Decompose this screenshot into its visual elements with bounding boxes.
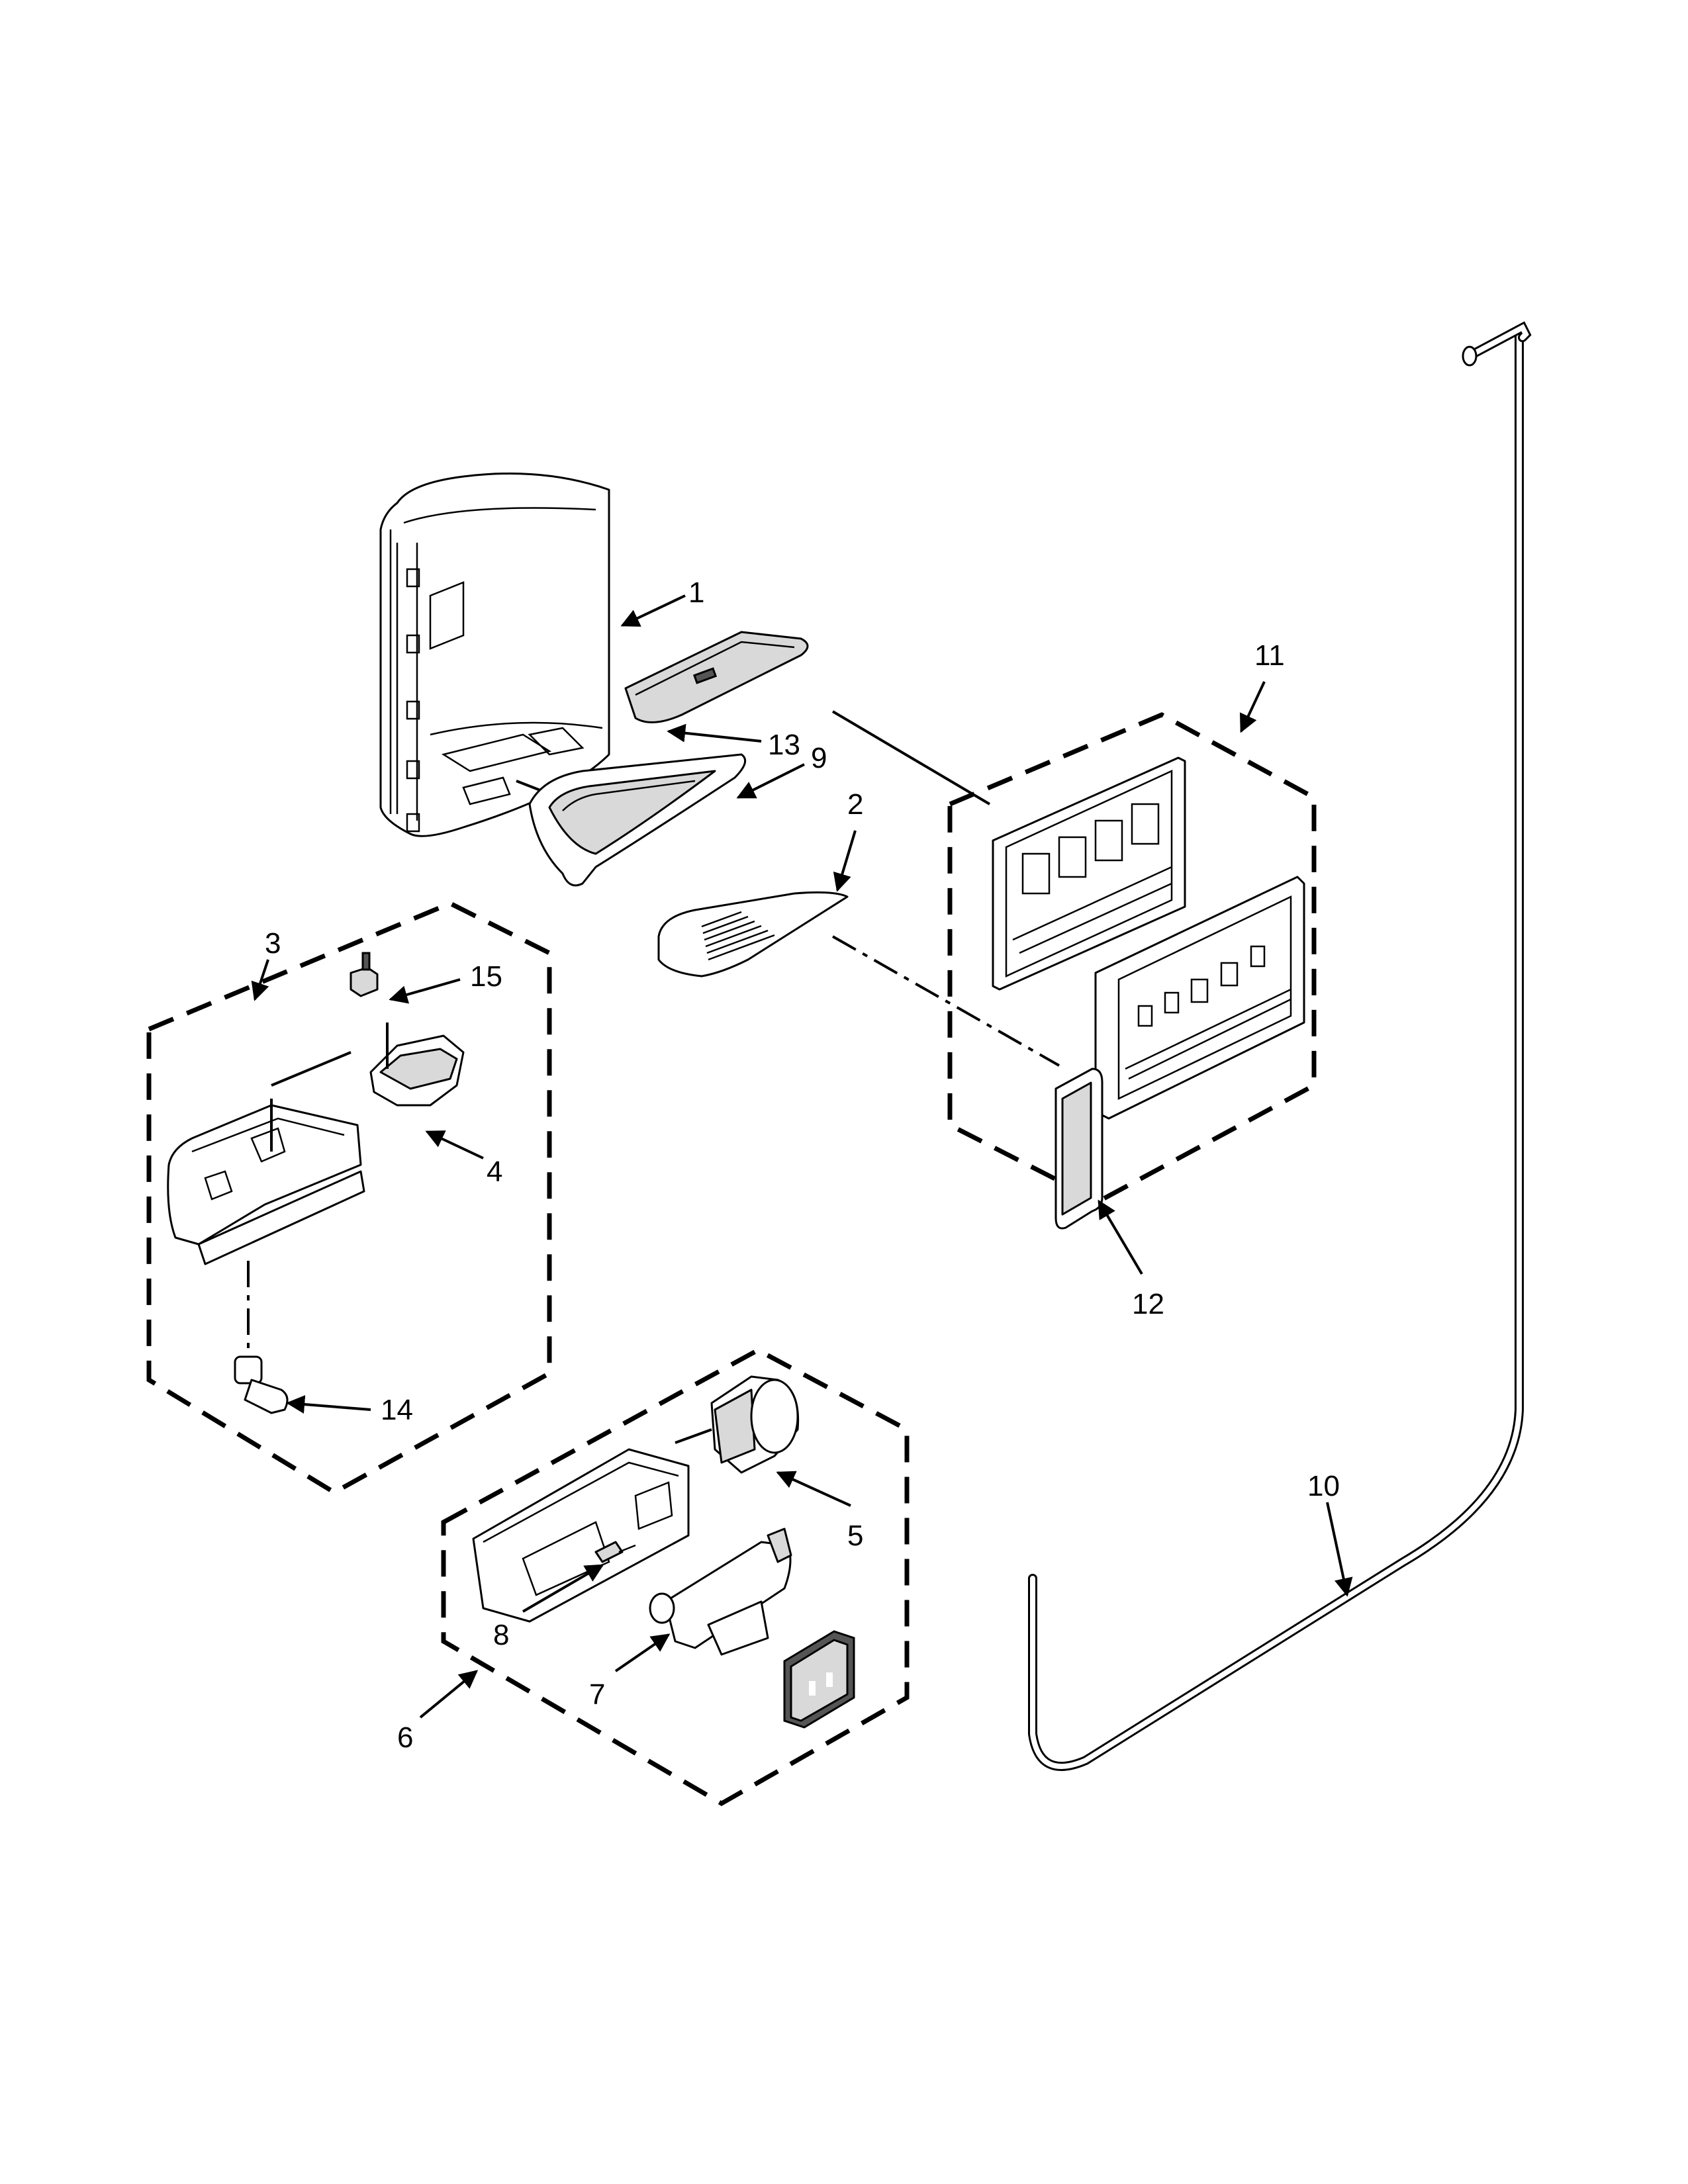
part-7-actuator <box>649 1527 792 1656</box>
part-8-screw <box>594 1541 636 1563</box>
leader-lines <box>251 594 1353 1719</box>
part-3-assembly <box>146 901 552 1496</box>
callout-11: 11 <box>1254 639 1285 672</box>
callout-8: 8 <box>493 1619 509 1651</box>
part-15-switch <box>350 952 379 997</box>
part-6-assembly <box>441 1347 910 1807</box>
callout-14: 14 <box>381 1394 413 1426</box>
callout-5: 5 <box>847 1520 863 1552</box>
callout-3: 3 <box>265 927 281 960</box>
callout-4: 4 <box>487 1156 502 1188</box>
part-13-tray <box>624 631 809 723</box>
part-12-lens <box>1055 1068 1103 1230</box>
part-6-bracket <box>472 1448 690 1623</box>
part-2-grille <box>657 891 849 978</box>
callout-13: 13 <box>768 729 800 761</box>
callout-15: 15 <box>470 960 502 993</box>
callout-9: 9 <box>811 742 827 774</box>
part-5-motor <box>710 1375 800 1474</box>
callout-6: 6 <box>397 1721 413 1754</box>
part-11-control-assembly <box>947 712 1317 1204</box>
callout-2: 2 <box>847 788 863 821</box>
callouts: 1 13 9 2 11 3 15 4 14 5 12 8 7 6 10 <box>265 576 1340 1754</box>
part-6-pad <box>783 1630 855 1729</box>
callout-7: 7 <box>589 1678 605 1711</box>
part-10-tube <box>1028 321 1532 1771</box>
callout-1: 1 <box>688 576 704 609</box>
part-9-drip-frame <box>528 753 747 887</box>
part-14-fitting <box>234 1355 289 1414</box>
part-4-cup <box>369 1023 465 1107</box>
part-3-base <box>167 1051 365 1265</box>
callout-12: 12 <box>1132 1288 1164 1320</box>
phantom-lines <box>831 710 1060 1067</box>
callout-10: 10 <box>1307 1470 1340 1502</box>
